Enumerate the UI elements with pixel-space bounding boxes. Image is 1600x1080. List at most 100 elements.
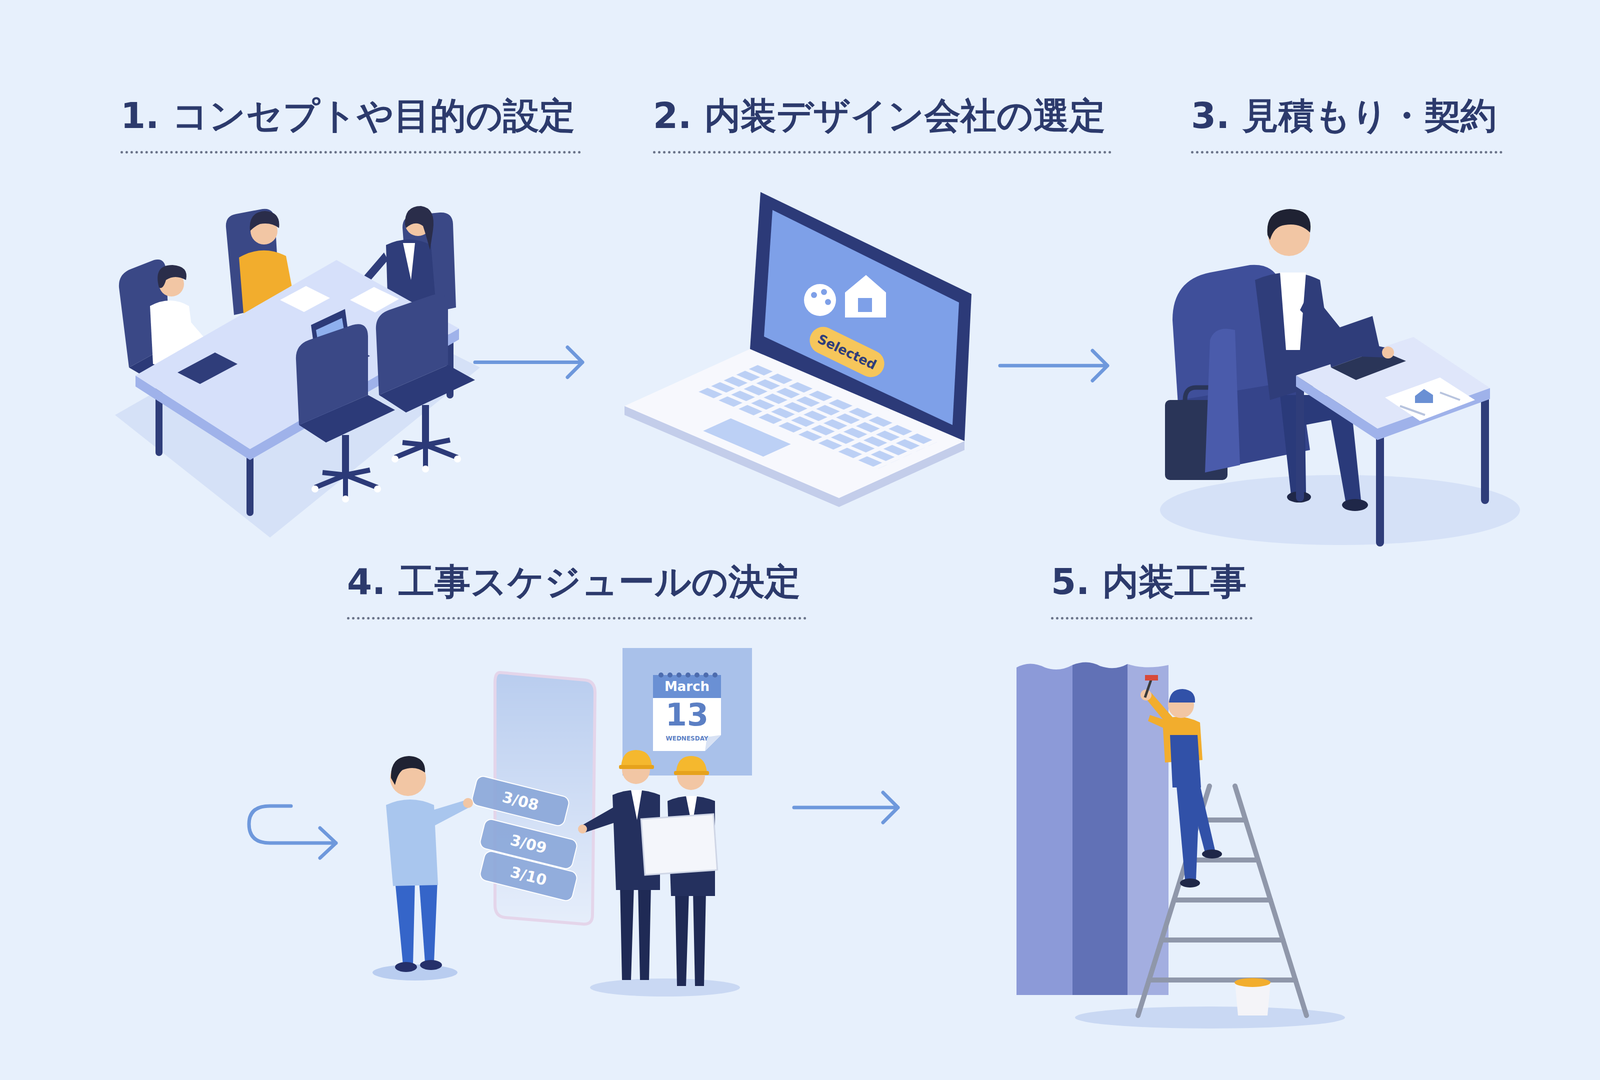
laptop-illustration [750, 192, 972, 441]
contract-illustration [1296, 337, 1490, 429]
meeting-illustration [135, 260, 459, 449]
construction-illustration [1174, 897, 1271, 903]
step-heading: 3. 見積もり・契約 [1191, 94, 1503, 154]
meeting-illustration [315, 470, 378, 498]
contract-illustration [1205, 329, 1240, 473]
contract-illustration [1160, 209, 1520, 545]
construction-illustration [1145, 680, 1151, 698]
laptop-illustration [811, 292, 817, 298]
meeting-illustration [395, 440, 458, 468]
contract-illustration [1300, 290, 1385, 358]
meeting-illustration [403, 243, 415, 280]
illustration-label: Selected [815, 331, 879, 372]
flow-arrow [475, 347, 583, 378]
contract-illustration [1342, 499, 1368, 511]
schedule-illustration [463, 798, 473, 808]
illustration-label: 3/09 [508, 831, 548, 857]
meeting-illustration [342, 495, 349, 503]
construction-illustration [1149, 977, 1296, 983]
construction-illustration [1148, 715, 1173, 731]
schedule-illustration [419, 880, 438, 963]
schedule-illustration [694, 672, 700, 678]
construction-illustration [1161, 937, 1283, 943]
illustration-label: 3/10 [508, 863, 548, 889]
continue-arrow [249, 806, 336, 858]
meeting-illustration [342, 435, 349, 473]
meeting-illustration [177, 352, 238, 384]
schedule-illustration [676, 756, 707, 774]
schedule-illustration [619, 765, 654, 769]
schedule-illustration [372, 648, 752, 997]
construction-illustration [1186, 857, 1258, 863]
schedule-illustration [712, 672, 718, 678]
schedule-illustration [420, 960, 442, 970]
meeting-illustration [311, 485, 319, 493]
schedule-illustration [395, 962, 417, 972]
laptop-illustration [624, 192, 972, 507]
schedule-illustration [621, 750, 652, 768]
meeting-illustration [374, 485, 381, 493]
laptop-illustration [805, 322, 889, 382]
contract-illustration [1267, 209, 1311, 240]
step-heading: 5. 内装工事 [1051, 560, 1253, 620]
schedule-illustration [620, 885, 634, 980]
schedule-illustration [653, 675, 721, 698]
step-node: 5. 内装工事 [898, 620, 1373, 1005]
construction-illustration [1169, 689, 1195, 703]
construction-illustration [1235, 982, 1271, 1016]
construction-illustration [1202, 849, 1222, 859]
step-node: 4. 工事スケジュールの決定 [350, 620, 794, 985]
schedule-illustration [674, 771, 709, 775]
schedule-illustration [631, 790, 642, 820]
meeting-illustration [350, 287, 399, 313]
illustration-label: 13 [665, 698, 709, 732]
step-node: 1. コンセプトや目的の設定 [107, 194, 475, 531]
schedule-illustration [479, 850, 579, 902]
meeting-illustration [405, 206, 434, 250]
schedule-illustration [703, 672, 709, 678]
contract-illustration [1385, 377, 1475, 421]
laptop-illustration [821, 289, 827, 295]
meeting-illustration [391, 455, 399, 463]
contract-illustration [1296, 385, 1304, 498]
schedule-illustration [582, 805, 623, 833]
flow-arrow [794, 792, 898, 823]
meeting-illustration [422, 465, 429, 473]
schedule-illustration [685, 672, 691, 678]
laptop-illustration [703, 418, 791, 457]
contract-illustration [1415, 389, 1433, 403]
construction-illustration [1234, 978, 1271, 987]
contract-illustration [1440, 392, 1460, 400]
construction-illustration [1180, 878, 1200, 888]
contract-illustration [1382, 346, 1394, 359]
schedule-illustration [471, 775, 571, 827]
contract-illustration [1160, 475, 1520, 545]
laptop-illustration [764, 210, 959, 425]
construction-illustration [1145, 675, 1158, 681]
construction-illustration [1016, 662, 1345, 1029]
step-heading: 4. 工事スケジュールの決定 [347, 560, 807, 620]
step-heading: 1. コンセプトや目的の設定 [120, 94, 581, 154]
construction-illustration [1186, 780, 1215, 853]
step-heading: 2. 内装デザイン会社の選定 [653, 94, 1112, 154]
schedule-illustration [667, 672, 673, 678]
laptop-illustration [825, 299, 831, 305]
construction-illustration [1072, 662, 1128, 995]
laptop-illustration [804, 284, 836, 316]
meeting-illustration [246, 457, 254, 513]
meeting-illustration [115, 206, 480, 538]
illustration-label: 3/08 [500, 788, 540, 814]
flow-arrow [1000, 350, 1108, 381]
schedule-illustration [675, 891, 689, 986]
meeting-illustration [280, 286, 330, 312]
laptop-illustration [858, 298, 872, 312]
meeting-illustration [376, 294, 475, 473]
construction-illustration [1016, 664, 1073, 996]
meeting-illustration [422, 405, 429, 443]
schedule-illustration [395, 880, 415, 965]
contract-illustration [1481, 397, 1489, 500]
schedule-illustration [425, 800, 468, 828]
